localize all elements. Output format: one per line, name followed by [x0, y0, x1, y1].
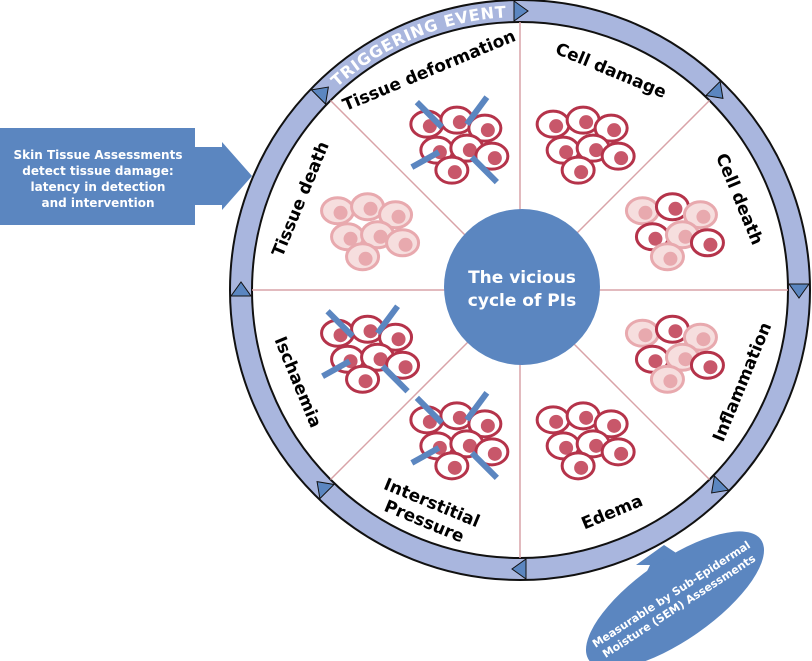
cell-nucleus: [579, 410, 594, 425]
cell-nucleus: [447, 460, 462, 475]
cell-nucleus: [398, 360, 413, 375]
cell-nucleus: [614, 151, 629, 166]
cell-nucleus: [373, 229, 388, 244]
center-title-line2: cycle of PIs: [468, 291, 576, 311]
cell-nucleus: [343, 231, 358, 246]
pressure-arrow-icon: [464, 95, 490, 126]
callout-line-1: Skin Tissue Assessments: [14, 148, 183, 162]
cell-nucleus: [480, 123, 495, 138]
cell-nucleus: [648, 231, 663, 246]
pressure-arrow-icon: [414, 395, 444, 425]
cell-nucleus: [462, 438, 477, 453]
cell-nucleus: [663, 374, 678, 389]
cell-nucleus: [574, 460, 589, 475]
cell-nucleus: [452, 410, 467, 425]
sector-illustration: [624, 192, 725, 272]
pressure-arrow-icon: [414, 100, 444, 130]
cell-nucleus: [358, 251, 373, 266]
cell-nucleus: [696, 332, 711, 347]
cell-nucleus: [391, 209, 406, 224]
skin-tissue-assessment-callout: Skin Tissue Assessments detect tissue da…: [0, 128, 252, 225]
sector-illustration: [409, 391, 510, 481]
pressure-arrow-icon: [469, 450, 499, 480]
cell-nucleus: [663, 251, 678, 266]
ring-direction-arrow: [511, 558, 527, 580]
cell-nucleus: [487, 151, 502, 166]
cell-nucleus: [559, 145, 574, 160]
cell-nucleus: [487, 446, 502, 461]
cell-nucleus: [447, 165, 462, 180]
cell-nucleus: [462, 143, 477, 158]
pressure-arrow-icon: [469, 155, 499, 185]
cell-nucleus: [574, 165, 589, 180]
cell-nucleus: [373, 352, 388, 367]
pressure-arrow-icon: [410, 445, 441, 466]
cell-nucleus: [452, 115, 467, 130]
cell-nucleus: [607, 418, 622, 433]
callout-line-3: latency in detection: [31, 180, 166, 194]
cell-nucleus: [668, 201, 683, 216]
ring-direction-arrow: [513, 0, 529, 22]
ring-direction-arrow: [711, 474, 730, 494]
cell-nucleus: [549, 119, 564, 134]
cell-nucleus: [398, 237, 413, 252]
pressure-arrow-icon: [375, 304, 400, 336]
cell-nucleus: [678, 352, 693, 367]
ring-direction-arrow: [310, 86, 329, 106]
cell-nucleus: [559, 440, 574, 455]
cell-nucleus: [703, 237, 718, 252]
callout-line-4: and intervention: [42, 196, 155, 210]
cell-nucleus: [648, 354, 663, 369]
cell-nucleus: [638, 328, 653, 343]
sector-illustration: [624, 314, 725, 394]
sector-illustration: [320, 192, 421, 272]
center-circle: [444, 209, 600, 365]
pressure-arrow-icon: [380, 364, 410, 394]
center-title-line1: The vicious: [468, 268, 576, 288]
sector-illustration: [535, 401, 636, 481]
ring-direction-arrow: [230, 281, 252, 297]
pressure-arrow-icon: [321, 358, 352, 379]
cell-nucleus: [614, 446, 629, 461]
cell-nucleus: [589, 143, 604, 158]
cell-nucleus: [358, 374, 373, 389]
ring-direction-arrow: [316, 481, 336, 500]
cell-nucleus: [549, 414, 564, 429]
ring-direction-arrow: [788, 283, 810, 299]
sector-illustration: [320, 304, 421, 394]
cell-nucleus: [678, 229, 693, 244]
pressure-arrow-icon: [325, 309, 355, 339]
cell-nucleus: [579, 115, 594, 130]
cell-nucleus: [333, 205, 348, 220]
cell-nucleus: [391, 332, 406, 347]
cell-nucleus: [703, 360, 718, 375]
ring-outer-edge: [229, 0, 811, 581]
cell-nucleus: [607, 123, 622, 138]
cell-nucleus: [668, 324, 683, 339]
cell-nucleus: [480, 418, 495, 433]
callout-line-2: detect tissue damage:: [22, 164, 173, 178]
pressure-arrow-icon: [464, 391, 490, 422]
pressure-arrow-icon: [410, 149, 441, 170]
cell-nucleus: [363, 324, 378, 339]
ring-direction-arrow: [704, 80, 724, 99]
cell-nucleus: [638, 205, 653, 220]
cell-nucleus: [363, 201, 378, 216]
cell-nucleus: [589, 438, 604, 453]
cell-nucleus: [696, 209, 711, 224]
sector-illustration: [409, 95, 510, 185]
sector-illustration: [535, 105, 636, 185]
